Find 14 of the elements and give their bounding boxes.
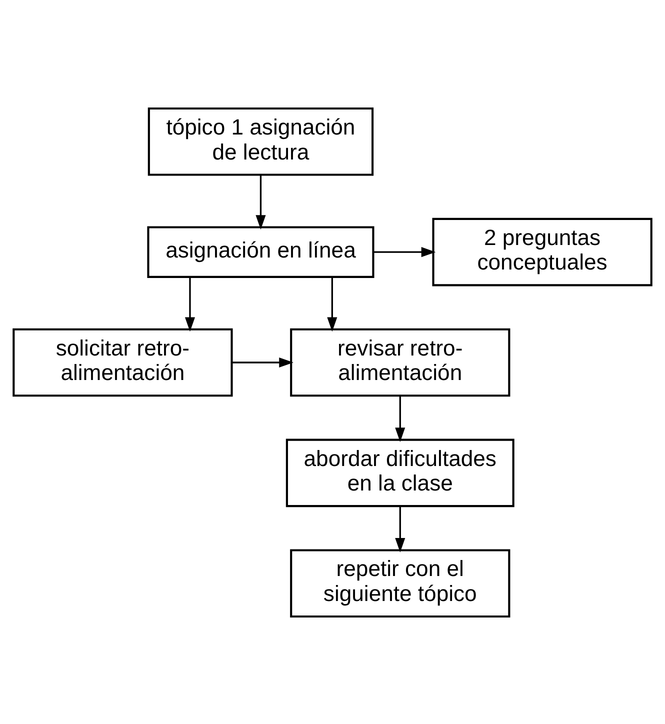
node-box: asignación en línea: [147, 226, 374, 278]
arrow: [232, 356, 294, 368]
node-box: 2 preguntas conceptuales: [432, 217, 652, 286]
arrow: [395, 395, 406, 442]
arrow: [256, 174, 266, 230]
arrow: [395, 506, 406, 552]
node-box: repetir con el siguiente tópico: [290, 548, 510, 618]
arrow: [373, 246, 436, 257]
arrow: [184, 276, 196, 332]
node-box: abordar dificultades en la clase: [286, 438, 514, 507]
node-box: revisar retro- alimentación: [290, 328, 510, 396]
node-box: tópico 1 asignación de lectura: [148, 106, 374, 176]
node-box: solicitar retro- alimentación: [12, 328, 233, 396]
arrow: [327, 276, 338, 332]
